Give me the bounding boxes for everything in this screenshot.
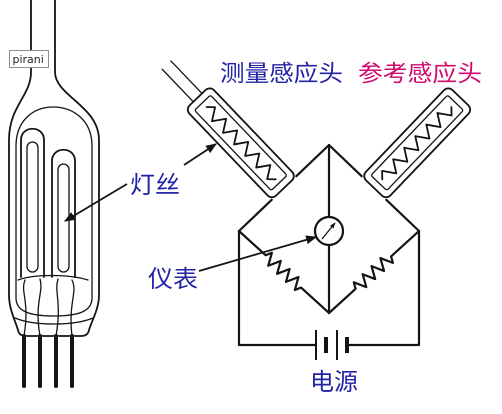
callout-arrows bbox=[64, 143, 318, 272]
lead-wire bbox=[22, 279, 27, 337]
filament-support-right-inner bbox=[57, 163, 70, 273]
filament-label: 灯丝 bbox=[130, 171, 180, 199]
pirani-gauge-tube bbox=[8, 0, 100, 388]
tube-pins bbox=[22, 334, 74, 388]
bridge-arm-upper-right bbox=[385, 198, 421, 233]
reference-head-label: 参考感应头 bbox=[358, 61, 482, 87]
measuring-head-inner-tube bbox=[194, 95, 287, 191]
lead-wire bbox=[37, 278, 42, 337]
filament-arrow-to-head bbox=[183, 143, 217, 166]
supply-wire-left bbox=[237, 229, 318, 347]
resistor-zigzag bbox=[327, 229, 421, 315]
measuring-head-pipe-wall bbox=[170, 60, 203, 95]
line-art bbox=[8, 0, 472, 388]
meter-label: 仪表 bbox=[148, 265, 198, 293]
filament-support-left-outer bbox=[20, 127, 45, 278]
pirani-tag-box bbox=[9, 50, 49, 68]
labels: 测量感应头 参考感应头 灯丝 仪表 电源 bbox=[130, 61, 482, 396]
measuring-head-pipe-wall bbox=[161, 68, 194, 103]
filament-support-right bbox=[51, 148, 76, 278]
filament-support-left bbox=[20, 127, 45, 278]
measuring-head-outer-tube bbox=[186, 87, 295, 199]
tube-inner-envelope bbox=[15, 106, 93, 317]
reference-sensor-head bbox=[363, 87, 472, 199]
filament-support-right-outer bbox=[51, 148, 76, 278]
supply-wire-right bbox=[345, 229, 421, 347]
reference-head-inner-tube bbox=[371, 95, 464, 191]
power-supply-label: 电源 bbox=[310, 368, 358, 396]
tube-outer-envelope bbox=[8, 0, 100, 337]
measuring-sensor-head bbox=[161, 60, 295, 199]
resistor-zigzag bbox=[237, 229, 331, 315]
meter bbox=[313, 215, 345, 247]
filament-support-left-inner bbox=[26, 141, 39, 273]
filament-arrow-to-tube bbox=[64, 183, 128, 222]
bridge-arm-upper-right bbox=[327, 143, 363, 178]
bridge-resistor-lower-left bbox=[237, 229, 331, 315]
bridge-resistor-lower-right bbox=[327, 229, 421, 315]
wheatstone-bridge bbox=[237, 143, 421, 315]
power-circuit bbox=[237, 229, 421, 360]
tube-base-press bbox=[14, 317, 94, 325]
pirani-tag-text: pirani bbox=[13, 53, 44, 66]
reference-head-outer-tube bbox=[363, 87, 472, 199]
battery-symbol bbox=[315, 330, 349, 360]
reference-head-filament bbox=[381, 106, 453, 181]
measuring-head-label: 测量感应头 bbox=[220, 61, 343, 87]
filament-mount bbox=[17, 274, 89, 281]
bridge-arm-upper-left bbox=[237, 198, 273, 233]
lead-wire bbox=[55, 278, 59, 337]
bridge-arm-upper-left bbox=[295, 143, 331, 178]
meter-needle bbox=[321, 222, 336, 240]
lead-wire bbox=[70, 279, 75, 337]
pirani-tag: pirani bbox=[9, 50, 49, 68]
meter-arrow bbox=[198, 235, 318, 272]
measuring-head-filament bbox=[205, 106, 277, 181]
tube-lead-wires bbox=[22, 278, 75, 337]
